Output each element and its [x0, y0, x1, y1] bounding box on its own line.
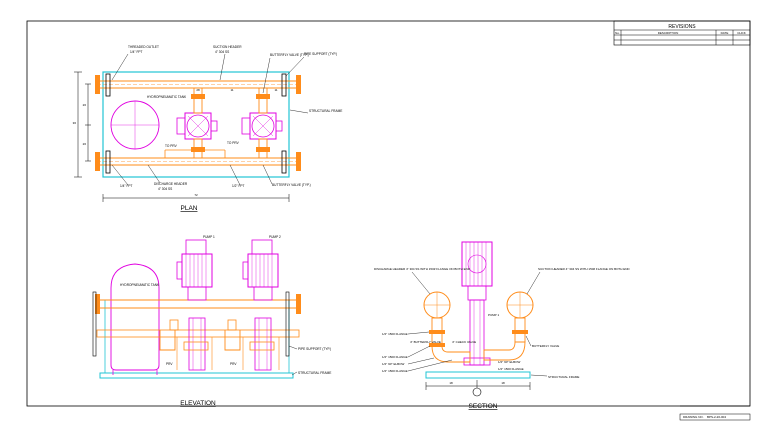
plan-label-butterfly-valve: BUTTERFLY VALVE (TYP.)	[270, 53, 309, 57]
elevation-label-pump-1: PUMP 1	[203, 235, 215, 239]
plan-view-title: PLAN	[181, 205, 198, 212]
section-dim-left: 18	[449, 381, 453, 385]
plan-structural-frame	[102, 71, 290, 178]
revisions-col-date: DATE	[721, 31, 729, 35]
section-label-flange-4: 1/2" 150# FLANGE	[498, 367, 524, 371]
section-pump-motor	[461, 241, 493, 287]
revisions-title: REVISIONS	[668, 24, 696, 30]
plan-flange-tr	[296, 75, 301, 94]
section-label-flange-2: 1/2" 150# FLANGE	[382, 355, 408, 359]
revisions-col-description: DESCRIPTION	[658, 31, 679, 35]
elevation-label-tank: HYDROPNEUMATIC TANK	[120, 283, 160, 287]
plan-flange-bl	[95, 152, 100, 171]
plan-label-pipe-support: PIPE SUPPORT (TYP.)	[304, 52, 337, 56]
plan-label-threaded-outlet: THREADED OUTLET	[128, 45, 159, 49]
elevation-label-pump-2: PUMP 2	[269, 235, 281, 239]
section-label-pump-1: PUMP 1	[488, 313, 499, 317]
section-label-elbow-right: 1/2" 90° ELBOW	[498, 360, 520, 364]
elevation-label-structural-frame: STRUCTURAL FRAME	[298, 371, 331, 375]
elevation-label-prv-right: PRV	[230, 362, 237, 366]
plan-label-discharge-header: DISCHARGE HEADER	[154, 182, 188, 186]
plan-flange-br	[296, 152, 301, 171]
elevation-label-prv-left: PRV	[166, 362, 173, 366]
elevation-pump-1	[176, 239, 213, 371]
plan-dim-b: 28	[196, 88, 200, 92]
elevation-view: PUMP 1 PUMP 2 HYDROPNEUMATIC TANK PIPE S…	[92, 235, 331, 407]
elevation-structural-frame	[99, 372, 294, 379]
elevation-view-title: ELEVATION	[180, 400, 216, 407]
section-label-butterfly-right: BUTTERFLY VALVE	[532, 344, 559, 348]
plan-dim-c-right: 11	[274, 88, 277, 92]
plan-dim-c: 11	[230, 88, 233, 92]
drawing-number-label: DRAWING NO.	[683, 415, 704, 419]
plan-dim-e: 36	[73, 121, 77, 125]
drawing-number: BPS-2-20-004	[707, 415, 726, 419]
elevation-hydropneumatic-tank	[110, 263, 160, 375]
section-label-discharge-header: DISCHARGE HEADER 4" 304 SS WITH 150# FLA…	[374, 267, 471, 271]
plan-pump-1	[176, 87, 218, 159]
section-view-title: SECTION	[469, 403, 498, 410]
plan-view: THREADED OUTLET 1/4" FPT SUCTION HEADER …	[73, 45, 343, 212]
plan-label-fpt-right: 1/2" FPT	[232, 184, 245, 188]
plan-label-suction-header-size: 4" 304 SS	[215, 50, 229, 54]
revisions-col-no: No.	[615, 31, 620, 35]
plan-label-fpt-left: 1/4" FPT	[120, 184, 133, 188]
section-label-flange-1: 1/2" 150# FLANGE	[382, 332, 408, 336]
elevation-label-pipe-support: PIPE SUPPORT (TYP.)	[298, 347, 331, 351]
plan-flange-tl	[95, 75, 100, 94]
revisions-table: REVISIONS No. DESCRIPTION DATE CHCK	[613, 20, 751, 46]
title-block-box	[679, 413, 751, 421]
elevation-pump-2	[242, 239, 279, 371]
section-label-suction-header: SUCTION HEADER 4" 304 SS WITH 150# FLANG…	[538, 267, 630, 271]
plan-dim-a: 26	[83, 103, 87, 107]
plan-label-suction-header: SUCTION HEADER	[213, 45, 242, 49]
section-label-structural-frame: STRUCTURAL FRAME	[548, 375, 579, 379]
plan-label-butterfly-valve-bottom: BUTTERFLY VALVE (TYP.)	[272, 183, 311, 187]
section-view: 18 18 DISCHARGE HEADER 4" 304 SS WITH 15…	[374, 241, 630, 410]
revisions-col-check: CHCK	[737, 31, 746, 35]
sheet-border	[26, 20, 751, 407]
plan-label-hydro-tank: HYDROPNEUMATIC TANK	[147, 95, 187, 99]
plan-dim-a-lower: 26	[83, 142, 87, 146]
section-label-flange-3: 1/2" 150# FLANGE	[382, 369, 408, 373]
section-dim-right: 18	[501, 381, 505, 385]
section-label-butterfly: 4" BUTTERFLY VALVE	[410, 340, 441, 344]
plan-pump-2	[241, 87, 283, 159]
plan-label-structural-frame: STRUCTURAL FRAME	[309, 109, 342, 113]
section-label-check: 4" CHECK VALVE	[452, 340, 476, 344]
section-label-elbow-left: 1/2" 90° ELBOW	[382, 362, 404, 366]
section-structural-frame	[425, 371, 531, 379]
plan-label-discharge-header-size: 4" 304 SS	[158, 187, 172, 191]
plan-dim-d: 72	[194, 193, 198, 197]
plan-label-to-prv-right: TO PRV	[227, 141, 240, 145]
plan-label-threaded-outlet-size: 1/4" FPT	[130, 50, 143, 54]
plan-label-to-prv-left: TO PRV	[165, 144, 178, 148]
